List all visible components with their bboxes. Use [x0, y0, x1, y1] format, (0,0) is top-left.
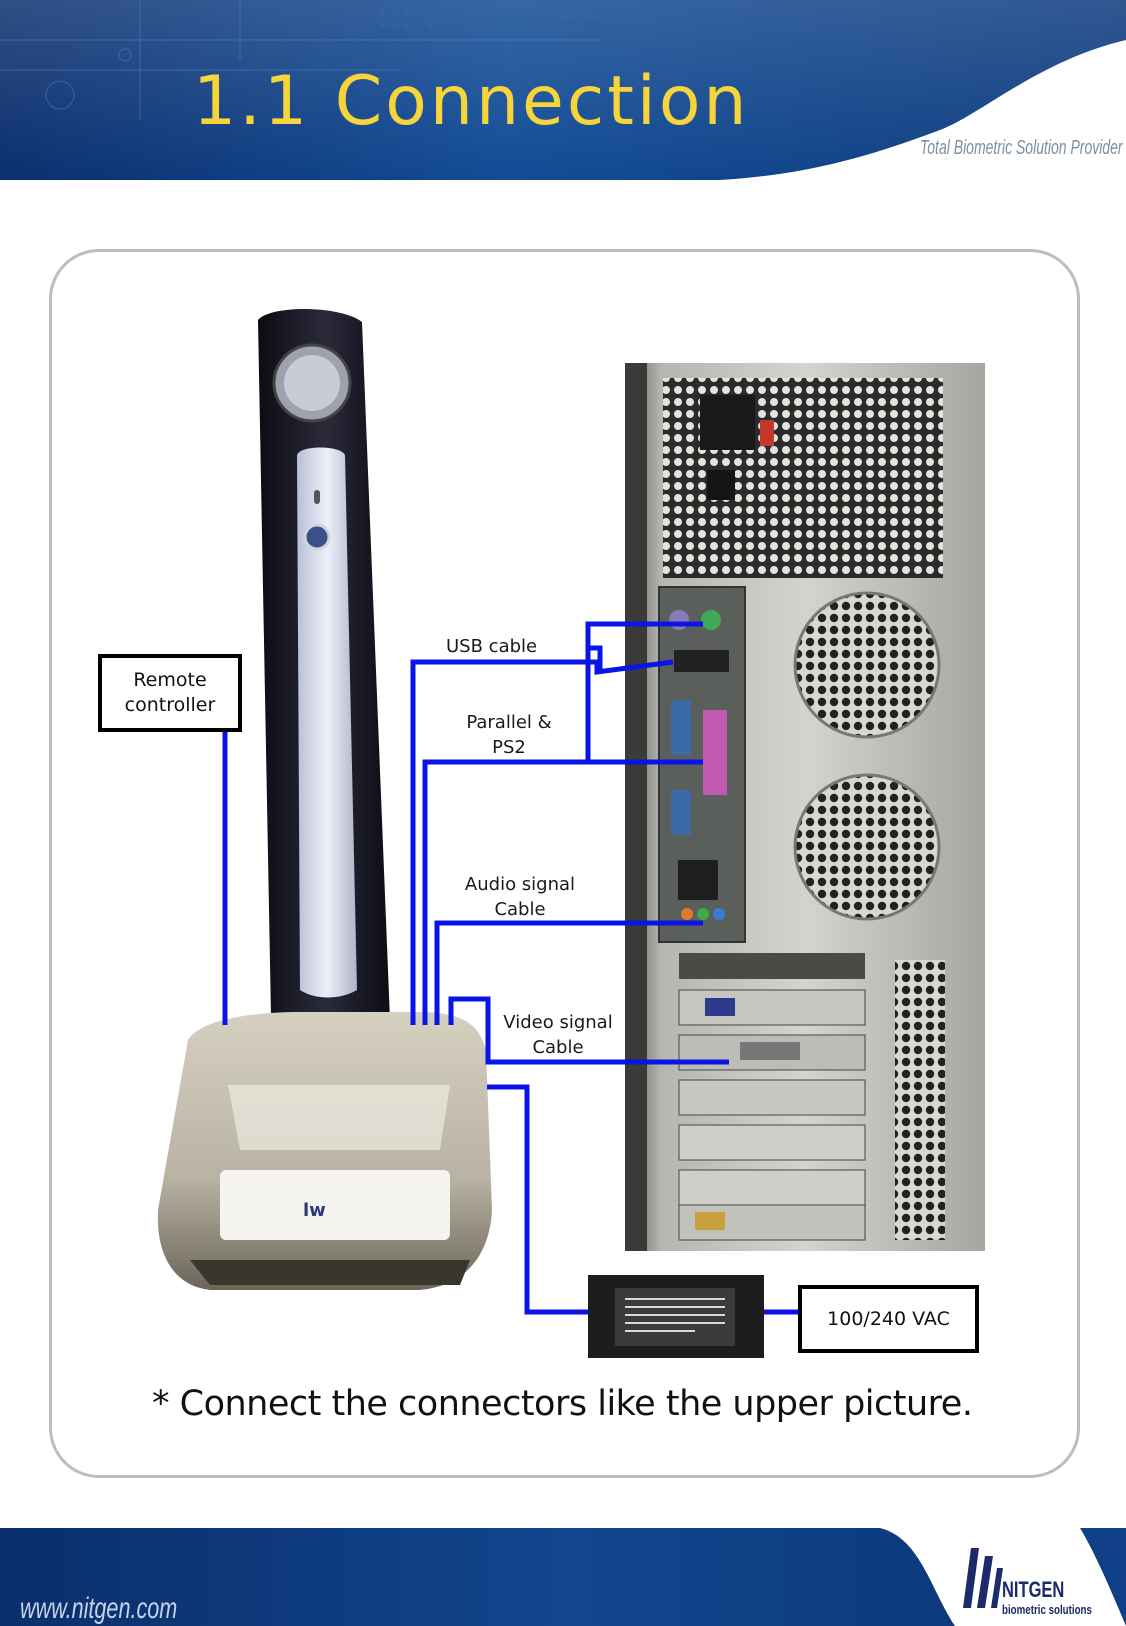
svg-text:lw: lw	[303, 1200, 326, 1221]
power-voltage-box: 100/240 VAC	[798, 1285, 979, 1353]
instruction-note: * Connect the connectors like the upper …	[152, 1384, 973, 1424]
parallel-cable-line	[422, 759, 703, 1025]
power-cable-line	[487, 1084, 588, 1315]
brand-name: NITGEN biometric solutions	[1002, 1577, 1092, 1620]
header-banner: 1.1 Connection Total Biometric Solution …	[0, 0, 1126, 185]
tagline: Total Biometric Solution Provider	[920, 137, 1123, 159]
video-signal-label: Video signal Cable	[503, 1012, 613, 1058]
nitgen-logo-icon	[963, 1548, 1003, 1608]
footer-background	[0, 1528, 1126, 1626]
usb-cable-line	[410, 659, 674, 1025]
page-title: 1.1 Connection	[193, 62, 750, 141]
footer-banner	[0, 1528, 1126, 1626]
audio-cable-line	[434, 920, 703, 1025]
ps2-cable-line	[585, 621, 703, 760]
brand-title: NITGEN	[1002, 1577, 1065, 1602]
usb-cable-label: USB cable	[446, 636, 538, 657]
pc-tower-image	[625, 363, 985, 1251]
brand-subtitle: biometric solutions	[1002, 1602, 1092, 1617]
header-background	[0, 0, 1126, 180]
website-link[interactable]: www.nitgen.com	[20, 1592, 178, 1625]
audio-signal-label: Audio signal Cable	[464, 874, 576, 920]
cable-lines	[222, 621, 800, 1315]
parallel-ps2-label: Parallel & PS2	[466, 712, 552, 758]
recognition-device-image: lw	[157, 308, 492, 1290]
remote-controller-box: Remote controller	[98, 654, 242, 732]
power-adapter-image	[588, 1275, 764, 1358]
usb-link	[588, 645, 603, 672]
video-cable-line	[448, 996, 729, 1065]
